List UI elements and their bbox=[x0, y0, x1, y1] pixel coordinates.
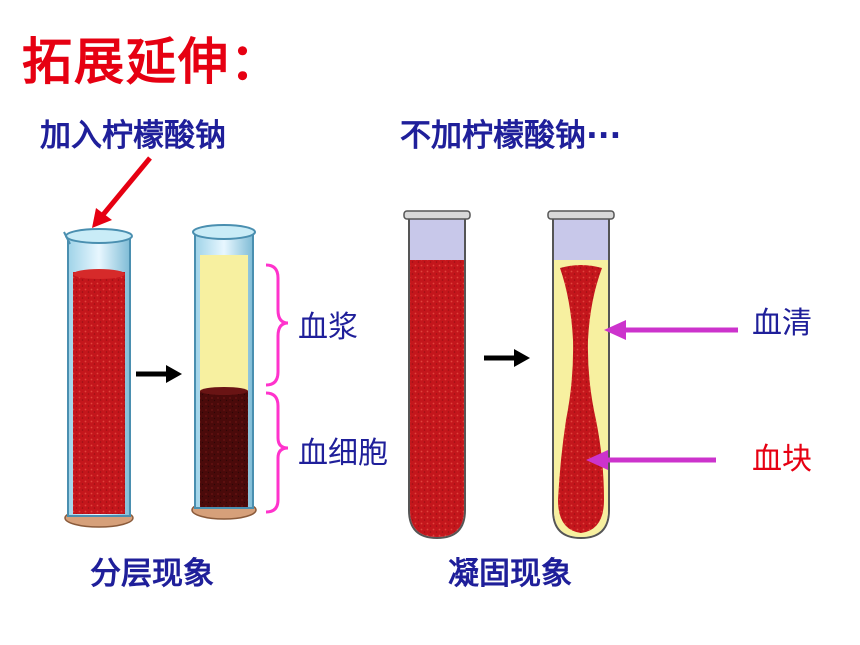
blood-cells-label: 血细胞 bbox=[298, 436, 388, 471]
test-tube-3 bbox=[403, 210, 471, 540]
whole-blood bbox=[73, 272, 125, 514]
red-pointer-arrow bbox=[92, 156, 152, 228]
unclotted-blood bbox=[410, 260, 464, 537]
clot-label: 血块 bbox=[752, 442, 812, 477]
right-caption: 凝固现象 bbox=[448, 556, 572, 592]
serum-arrow bbox=[604, 320, 738, 340]
serum-label: 血清 bbox=[752, 306, 812, 341]
test-tube-4 bbox=[547, 210, 615, 540]
blood-clot bbox=[558, 265, 604, 533]
clot-arrow bbox=[586, 450, 716, 470]
left-caption: 分层现象 bbox=[90, 556, 214, 592]
plasma-layer bbox=[200, 255, 248, 391]
blood-cell-layer bbox=[200, 391, 248, 507]
cells-brace bbox=[265, 391, 289, 514]
plasma-label: 血浆 bbox=[298, 310, 358, 345]
plasma-brace bbox=[265, 263, 289, 387]
page-title: 拓展延伸： bbox=[22, 33, 282, 91]
cylinder-2 bbox=[191, 224, 257, 520]
process-arrow-2 bbox=[484, 349, 530, 367]
cylinder-1 bbox=[63, 228, 134, 528]
right-heading: 不加柠檬酸钠··· bbox=[400, 118, 622, 154]
left-heading: 加入柠檬酸钠 bbox=[40, 118, 226, 154]
process-arrow-1 bbox=[136, 365, 182, 383]
